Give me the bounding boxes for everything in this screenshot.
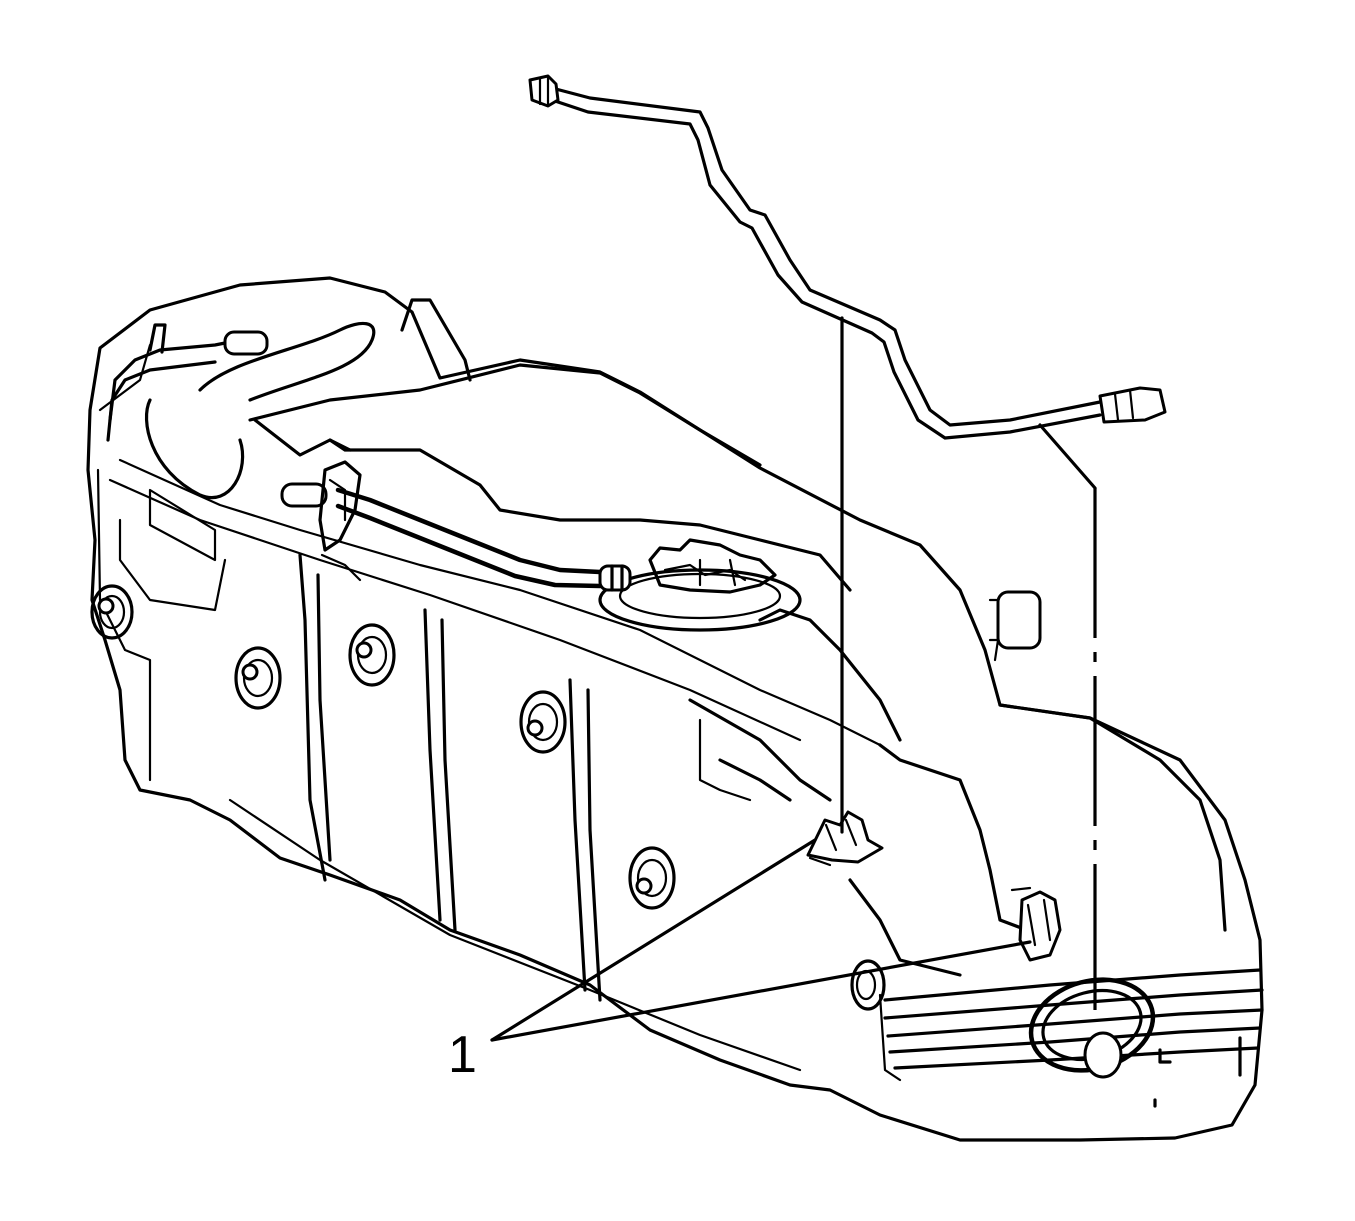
pump-details (663, 558, 747, 587)
clip-center-detail (808, 818, 858, 867)
mount-stud-5 (628, 846, 676, 910)
vent-tube (108, 338, 242, 422)
leader-callout-to-right-clip (490, 940, 1032, 1042)
tank-top-ridge (248, 363, 762, 467)
tank-right-end (848, 743, 1042, 977)
pipe-end-fitting-top-ring (538, 76, 550, 106)
pipe-clip-right (1010, 886, 1062, 962)
bottom-marks (1153, 1036, 1242, 1108)
clip-center-body (806, 810, 884, 864)
bracket-left (400, 298, 472, 382)
left-connector-assembly (280, 460, 362, 582)
panel-seam-3 (423, 608, 442, 922)
mount-stud-4 (519, 690, 567, 754)
filler-bracket (400, 298, 1042, 742)
left-clip-detail (320, 478, 362, 582)
vent-assembly (106, 321, 376, 499)
bottom-rib-3 (886, 1008, 1264, 1038)
left-quick-connector (280, 482, 328, 508)
bracket-right (758, 608, 902, 742)
hose-lower (335, 503, 603, 589)
tank-right-strap-edge (698, 718, 752, 802)
pipe-end-fitting-right-ring (1113, 388, 1135, 422)
vent-port (148, 323, 167, 354)
panel-seam-2 (316, 573, 332, 862)
bottom-rib-cap (878, 993, 902, 1082)
bottom-rib-2 (883, 988, 1264, 1020)
panel-bottom-edge (228, 798, 802, 1072)
panel-seam-5 (568, 678, 587, 992)
leader-lines (490, 316, 1097, 1042)
mount-stud-1 (90, 584, 134, 640)
fuel-feed-hose (335, 487, 632, 592)
panel-seam-6 (586, 688, 602, 1002)
leader-callout-to-center-clip (490, 838, 817, 1042)
left-clip (318, 460, 362, 552)
pipe-line-a (550, 86, 1102, 427)
clip-right-detail (1010, 886, 1052, 947)
pipe-line-b (550, 98, 1102, 440)
hose-fitting-ring (610, 564, 624, 592)
panel-seam-1 (298, 553, 327, 882)
leader-pipe-right (1038, 423, 1097, 490)
tank-right-strap (688, 698, 832, 802)
mounting-studs (90, 584, 886, 1011)
right-side-fitting-base (988, 598, 1000, 662)
tank-center-panel (328, 438, 852, 592)
tank-right-shoulder (998, 703, 1227, 932)
vent-ring (198, 321, 376, 402)
left-end-face (96, 343, 152, 782)
callout-1: 1 (448, 1026, 477, 1084)
vent-fitting (223, 330, 269, 356)
left-recess (118, 488, 227, 612)
hose-upper (335, 487, 603, 575)
vent-hose-loop (144, 398, 245, 499)
panel-seam-4 (440, 618, 457, 932)
pump-connectors (648, 538, 777, 594)
tank-upper-edge (118, 458, 882, 747)
fuel-line-loop (1028, 977, 1156, 1079)
tank-outline (86, 276, 1264, 1142)
right-side-fitting (996, 590, 1042, 650)
mount-stud-3 (348, 623, 396, 687)
loop-fitting (1083, 1031, 1123, 1079)
fuel-pump-module (598, 538, 802, 632)
pipe-clip-center (806, 810, 884, 867)
hose-fitting (598, 564, 632, 592)
clip-right-body (1018, 890, 1062, 962)
vent-tube-2 (106, 360, 217, 442)
fuel-pipe (528, 74, 1167, 440)
pipe-end-fitting-top (528, 74, 560, 108)
mount-stud-2 (234, 646, 282, 710)
fuel-tank (86, 276, 1264, 1142)
